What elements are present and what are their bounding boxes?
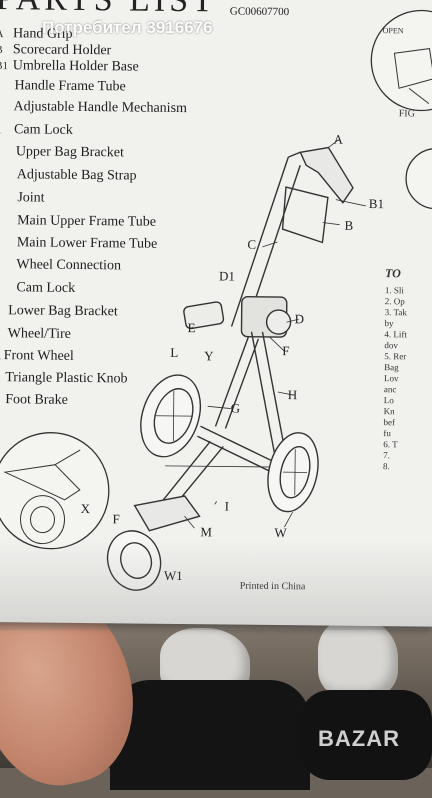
brand-logo: BAZAR xyxy=(318,726,400,751)
label-f: F xyxy=(282,343,289,358)
label-g: G xyxy=(231,401,241,416)
instruction-step: Lov xyxy=(383,373,399,384)
instruction-sheet: PARTS LIST GC00607700 A Hand Grip B Scor… xyxy=(0,0,432,627)
instruction-step: 4. Lift xyxy=(384,329,408,340)
instruction-step: bef xyxy=(383,417,396,428)
instruction-step: dov xyxy=(384,340,398,351)
label-w1: W1 xyxy=(164,568,183,583)
label-c: C xyxy=(247,237,256,252)
label-b1: B1 xyxy=(369,196,384,211)
label-e: E xyxy=(187,320,195,335)
instruction-step: 1. Sli xyxy=(384,285,404,296)
instruction-step: 7. xyxy=(383,450,390,461)
instructions-heading: TO xyxy=(385,266,401,281)
label-x: X xyxy=(81,501,91,516)
label-a: A xyxy=(333,132,343,147)
label-y: Y xyxy=(204,348,214,363)
label-w: W xyxy=(274,525,287,540)
dark-sleeve xyxy=(110,680,310,790)
instruction-step: 5. Rer xyxy=(384,351,407,362)
instruction-step: 2. Op xyxy=(384,296,405,307)
label-i: I xyxy=(225,498,230,513)
trolley-diagram: A B1 B C D1 D E F L Y G H I M W W1 F X xyxy=(0,9,432,591)
instruction-step: Lo xyxy=(383,395,394,406)
label-l: L xyxy=(170,345,178,360)
label-f2: F xyxy=(112,511,119,526)
instruction-step: anc xyxy=(383,384,397,395)
instructions-column: TO 1. Sli 2. Op 3. Tak by 4. Lift dov 5.… xyxy=(383,266,425,472)
instruction-step: Bag xyxy=(384,362,399,373)
instruction-step: 6. T xyxy=(383,439,398,450)
right-shoe xyxy=(318,618,398,698)
printed-in-note: Printed in China xyxy=(239,580,306,593)
right-leg xyxy=(300,690,432,780)
label-m: M xyxy=(200,524,212,539)
label-b: B xyxy=(345,218,354,233)
user-watermark: Потребител 3916676 xyxy=(42,18,213,37)
label-d: D xyxy=(295,311,305,326)
instruction-step: Kn xyxy=(383,406,395,417)
instruction-step: by xyxy=(384,318,394,329)
figure-label: FIG xyxy=(398,108,415,120)
label-h: H xyxy=(288,387,298,402)
label-d1: D1 xyxy=(219,268,235,283)
instruction-step: fu xyxy=(383,428,391,439)
inset-open-label: OPEN xyxy=(382,26,404,36)
instruction-step: 3. Tak xyxy=(384,307,407,318)
instruction-step: 8. xyxy=(383,461,390,472)
